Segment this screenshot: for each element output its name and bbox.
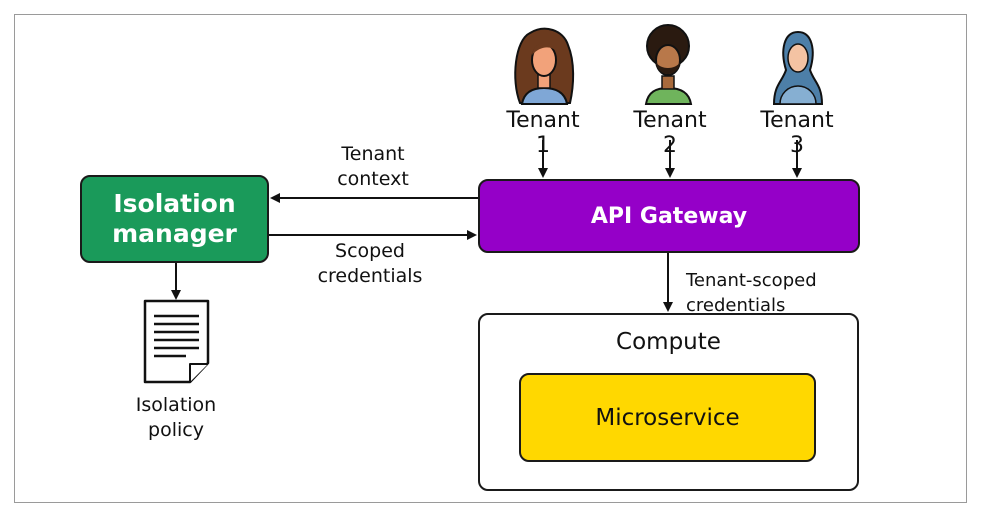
scoped-credentials-line2: credentials <box>317 265 423 287</box>
compute-label: Compute <box>616 329 721 355</box>
microservice-node[interactable]: Microservice <box>519 373 816 462</box>
document-icon <box>143 299 210 384</box>
isolation-policy-line1: Isolation <box>135 394 217 416</box>
tenant-2-label: Tenant 2 <box>633 108 707 158</box>
isolation-manager-node[interactable]: Isolation manager <box>80 175 269 263</box>
tenant-context-label: Tenant context <box>318 142 428 192</box>
tenant-3-label: Tenant 3 <box>760 108 834 158</box>
scoped-credentials-line1: Scoped <box>335 240 405 262</box>
api-gateway-label: API Gateway <box>590 203 748 229</box>
scoped-credentials-label: Scoped credentials <box>300 239 440 289</box>
woman-hijab-avatar-icon <box>772 30 824 105</box>
tenant-scoped-credentials-label: Tenant-scoped credentials <box>686 270 817 316</box>
api-gateway-node[interactable]: API Gateway <box>478 179 860 253</box>
isolation-manager-label-line1: Isolation <box>113 189 236 218</box>
diagram-frame <box>14 14 967 503</box>
tenant-context-line2: context <box>337 168 409 190</box>
microservice-label: Microservice <box>595 404 740 431</box>
isolation-policy-line2: policy <box>148 419 204 441</box>
man-curly-hair-beard-avatar-icon <box>644 24 693 105</box>
isolation-policy-label: Isolation policy <box>126 393 226 443</box>
isolation-manager-label-line2: manager <box>112 219 237 248</box>
tenant-context-line1: Tenant <box>341 143 405 165</box>
tenant-1-label: Tenant 1 <box>506 108 580 158</box>
woman-long-hair-avatar-icon <box>514 27 575 105</box>
